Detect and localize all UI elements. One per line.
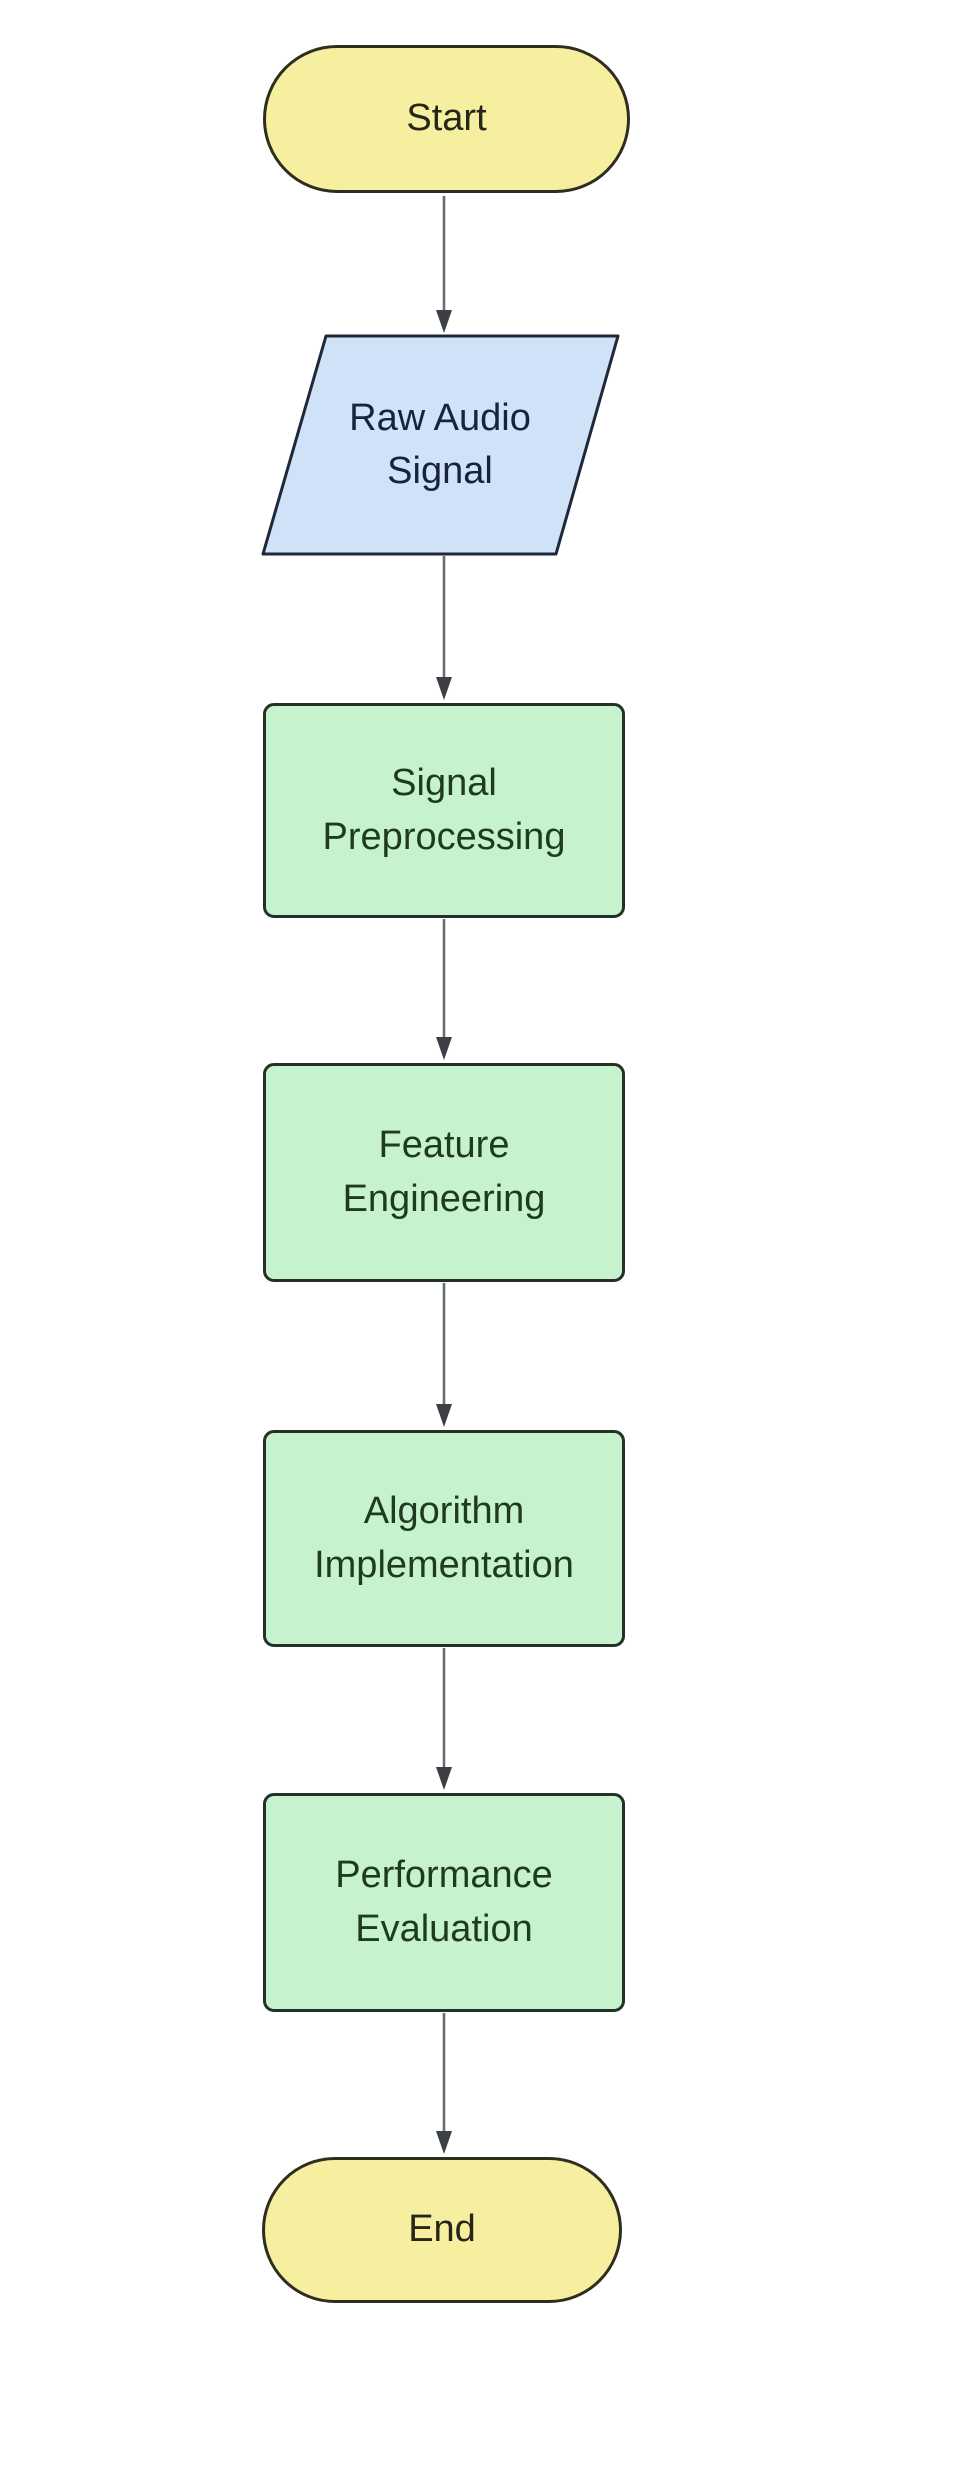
node-raw-audio-signal: Raw Audio Signal: [290, 338, 590, 552]
arrow-algorithm-implementation-to-performance-evaluation: [436, 1648, 452, 1790]
node-algorithm-implementation: Algorithm Implementation: [263, 1430, 625, 1647]
node-raw-audio-signal-label: Raw Audio Signal: [349, 396, 531, 492]
arrow-start-to-raw-audio-signal: [436, 196, 452, 333]
node-algorithm-implementation-label: Algorithm Implementation: [314, 1490, 574, 1586]
node-start: Start: [263, 45, 630, 193]
node-performance-evaluation: Performance Evaluation: [263, 1793, 625, 2012]
node-start-label: Start: [406, 97, 487, 140]
arrow-feature-engineering-to-algorithm-implementation: [436, 1283, 452, 1427]
node-feature-engineering-label: Feature Engineering: [342, 1124, 546, 1220]
node-feature-engineering: Feature Engineering: [263, 1063, 625, 1282]
arrow-raw-audio-signal-to-signal-preprocessing: [436, 556, 452, 700]
arrow-performance-evaluation-to-end: [436, 2013, 452, 2154]
node-signal-preprocessing-label: Signal Preprocessing: [322, 762, 566, 858]
node-signal-preprocessing: Signal Preprocessing: [263, 703, 625, 918]
node-raw-audio-signal-shape: [261, 334, 620, 556]
node-end: End: [262, 2157, 622, 2303]
arrow-signal-preprocessing-to-feature-engineering: [436, 919, 452, 1060]
node-performance-evaluation-label: Performance Evaluation: [335, 1854, 553, 1950]
node-end-label: End: [408, 2208, 476, 2251]
